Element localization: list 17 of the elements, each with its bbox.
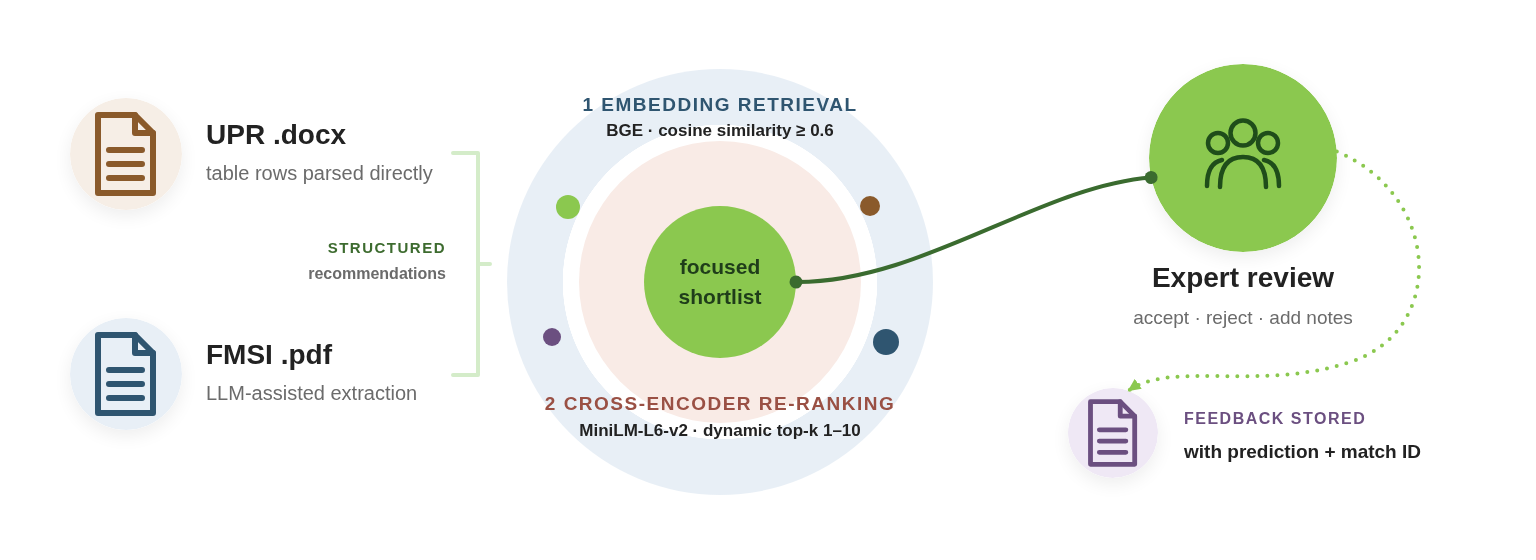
file-description: table rows parsed directly	[206, 161, 433, 185]
stage-detail: MiniLM-L6-v2 · dynamic top-k 1–10	[579, 421, 861, 441]
status-title: FEEDBACK STORED	[1184, 408, 1367, 428]
file-title: FMSI .pdf	[206, 338, 332, 372]
node-title: Expert review	[1151, 261, 1335, 295]
stage-title: 2 CROSS-ENCODER RE-RANKING	[544, 391, 896, 415]
bracket-caption: recommendations	[308, 263, 446, 283]
stage-detail: BGE · cosine similarity ≥ 0.6	[606, 122, 834, 140]
connector	[789, 171, 1158, 289]
bracket-label: STRUCTURED	[327, 239, 446, 257]
dotted-arrow	[1126, 149, 1421, 393]
file-description: LLM-assisted extraction	[206, 381, 418, 405]
status-detail: with prediction + match ID	[1184, 439, 1421, 463]
node-description: accept · reject · add notes	[1133, 305, 1353, 329]
circle-label: focused shortlist	[677, 254, 763, 310]
file-title: UPR .docx	[206, 118, 347, 152]
stage-title: 1 EMBEDDING RETRIEVAL	[582, 92, 858, 116]
